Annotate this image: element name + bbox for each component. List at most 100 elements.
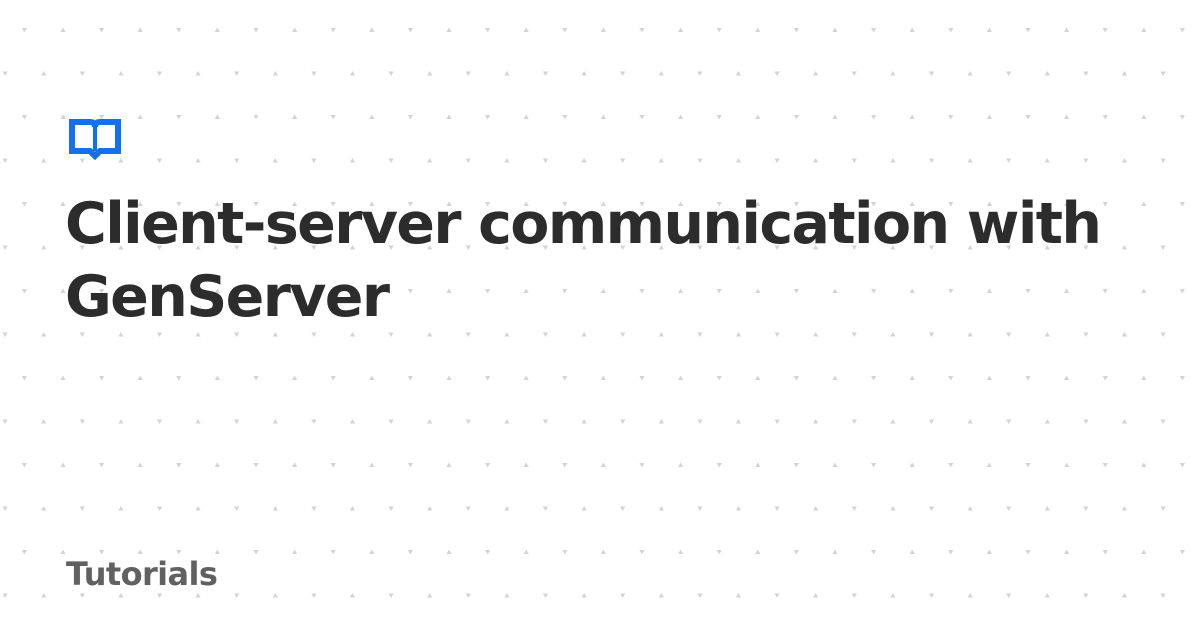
pattern-dot bbox=[1179, 550, 1185, 555]
pattern-dot bbox=[2, 419, 8, 424]
pattern-dot bbox=[948, 550, 954, 555]
pattern-dot bbox=[678, 549, 684, 554]
pattern-dot bbox=[156, 245, 163, 250]
pattern-dot bbox=[349, 245, 356, 250]
pattern-dot bbox=[292, 288, 298, 293]
pattern-dot bbox=[986, 462, 992, 467]
pattern-dot bbox=[1179, 28, 1185, 33]
pattern-dot bbox=[1121, 71, 1128, 76]
pattern-dot bbox=[60, 201, 66, 206]
pattern-dot bbox=[465, 419, 471, 424]
pattern-dot bbox=[214, 27, 220, 32]
pattern-dot bbox=[755, 375, 761, 380]
category-label[interactable]: Tutorials bbox=[66, 555, 218, 593]
pattern-dot bbox=[118, 332, 124, 337]
pattern-dot bbox=[1064, 462, 1070, 467]
pattern-dot bbox=[1102, 463, 1108, 468]
pattern-dot bbox=[369, 114, 375, 119]
pattern-dot bbox=[41, 593, 47, 598]
pattern-dot bbox=[523, 462, 529, 467]
pattern-dot bbox=[620, 71, 626, 76]
pattern-dot bbox=[60, 375, 66, 380]
pattern-dot bbox=[948, 115, 954, 120]
pattern-dot bbox=[562, 376, 568, 381]
pattern-dot bbox=[890, 506, 896, 511]
pattern-dot bbox=[697, 332, 703, 337]
pattern-dot bbox=[1044, 158, 1050, 163]
pattern-dot bbox=[678, 27, 684, 32]
pattern-dot bbox=[195, 245, 201, 250]
pattern-dot bbox=[176, 289, 182, 294]
pattern-dot bbox=[523, 114, 529, 119]
pattern-dot bbox=[793, 28, 799, 33]
pattern-dot bbox=[928, 593, 935, 598]
pattern-dot bbox=[292, 114, 298, 119]
pattern-dot bbox=[871, 463, 877, 468]
pattern-dot bbox=[716, 28, 722, 33]
pattern-dot bbox=[60, 27, 66, 32]
pattern-dot bbox=[1044, 245, 1050, 250]
pattern-dot bbox=[1121, 506, 1128, 511]
pattern-dot bbox=[137, 114, 143, 119]
pattern-dot bbox=[774, 71, 780, 76]
pattern-dot bbox=[1006, 158, 1012, 163]
pattern-dot bbox=[485, 550, 491, 555]
pattern-dot bbox=[272, 245, 278, 250]
pattern-dot bbox=[928, 419, 935, 424]
pattern-dot bbox=[388, 71, 394, 76]
pattern-dot bbox=[427, 71, 433, 76]
pattern-dot bbox=[21, 202, 27, 207]
pattern-dot bbox=[658, 506, 664, 511]
pattern-dot bbox=[1141, 201, 1147, 206]
pattern-dot bbox=[41, 158, 47, 163]
pattern-dot bbox=[79, 593, 85, 598]
pattern-dot bbox=[890, 593, 896, 598]
pattern-dot bbox=[871, 115, 877, 120]
pattern-dot bbox=[697, 506, 703, 511]
pattern-dot bbox=[678, 201, 684, 206]
pattern-dot bbox=[832, 201, 838, 206]
pattern-dot bbox=[137, 462, 143, 467]
pattern-dot bbox=[465, 332, 471, 337]
pattern-dot bbox=[504, 71, 510, 76]
pattern-dot bbox=[542, 506, 549, 511]
pattern-dot bbox=[948, 202, 954, 207]
pattern-dot bbox=[176, 376, 182, 381]
pattern-dot bbox=[678, 288, 684, 293]
pattern-dot bbox=[658, 71, 664, 76]
pattern-dot bbox=[407, 115, 413, 120]
pattern-dot bbox=[99, 463, 105, 468]
pattern-dot bbox=[99, 376, 105, 381]
pattern-dot bbox=[2, 506, 8, 511]
pattern-dot bbox=[427, 593, 433, 598]
pattern-dot bbox=[832, 114, 838, 119]
pattern-dot bbox=[21, 289, 27, 294]
pattern-dot bbox=[485, 463, 491, 468]
pattern-dot bbox=[427, 245, 433, 250]
pattern-dot bbox=[716, 376, 722, 381]
pattern-dot bbox=[1121, 593, 1128, 598]
pattern-dot bbox=[890, 332, 896, 337]
pattern-dot bbox=[909, 201, 915, 206]
pattern-dot bbox=[1141, 462, 1147, 467]
pattern-dot bbox=[253, 463, 259, 468]
pattern-dot bbox=[562, 463, 568, 468]
pattern-dot bbox=[716, 463, 722, 468]
pattern-dot bbox=[407, 550, 413, 555]
pattern-dot bbox=[523, 549, 529, 554]
pattern-dot bbox=[1102, 376, 1108, 381]
pattern-dot bbox=[1160, 71, 1166, 76]
pattern-dot bbox=[1102, 115, 1108, 120]
pattern-dot bbox=[349, 419, 356, 424]
pattern-dot bbox=[639, 463, 645, 468]
pattern-dot bbox=[697, 419, 703, 424]
pattern-dot bbox=[214, 549, 220, 554]
pattern-dot bbox=[1044, 419, 1050, 424]
pattern-dot bbox=[1025, 463, 1031, 468]
pattern-dot bbox=[639, 550, 645, 555]
pattern-dot bbox=[176, 202, 182, 207]
pattern-dot bbox=[562, 289, 568, 294]
pattern-dot bbox=[928, 332, 935, 337]
pattern-dot bbox=[156, 332, 163, 337]
pattern-dot bbox=[118, 245, 124, 250]
